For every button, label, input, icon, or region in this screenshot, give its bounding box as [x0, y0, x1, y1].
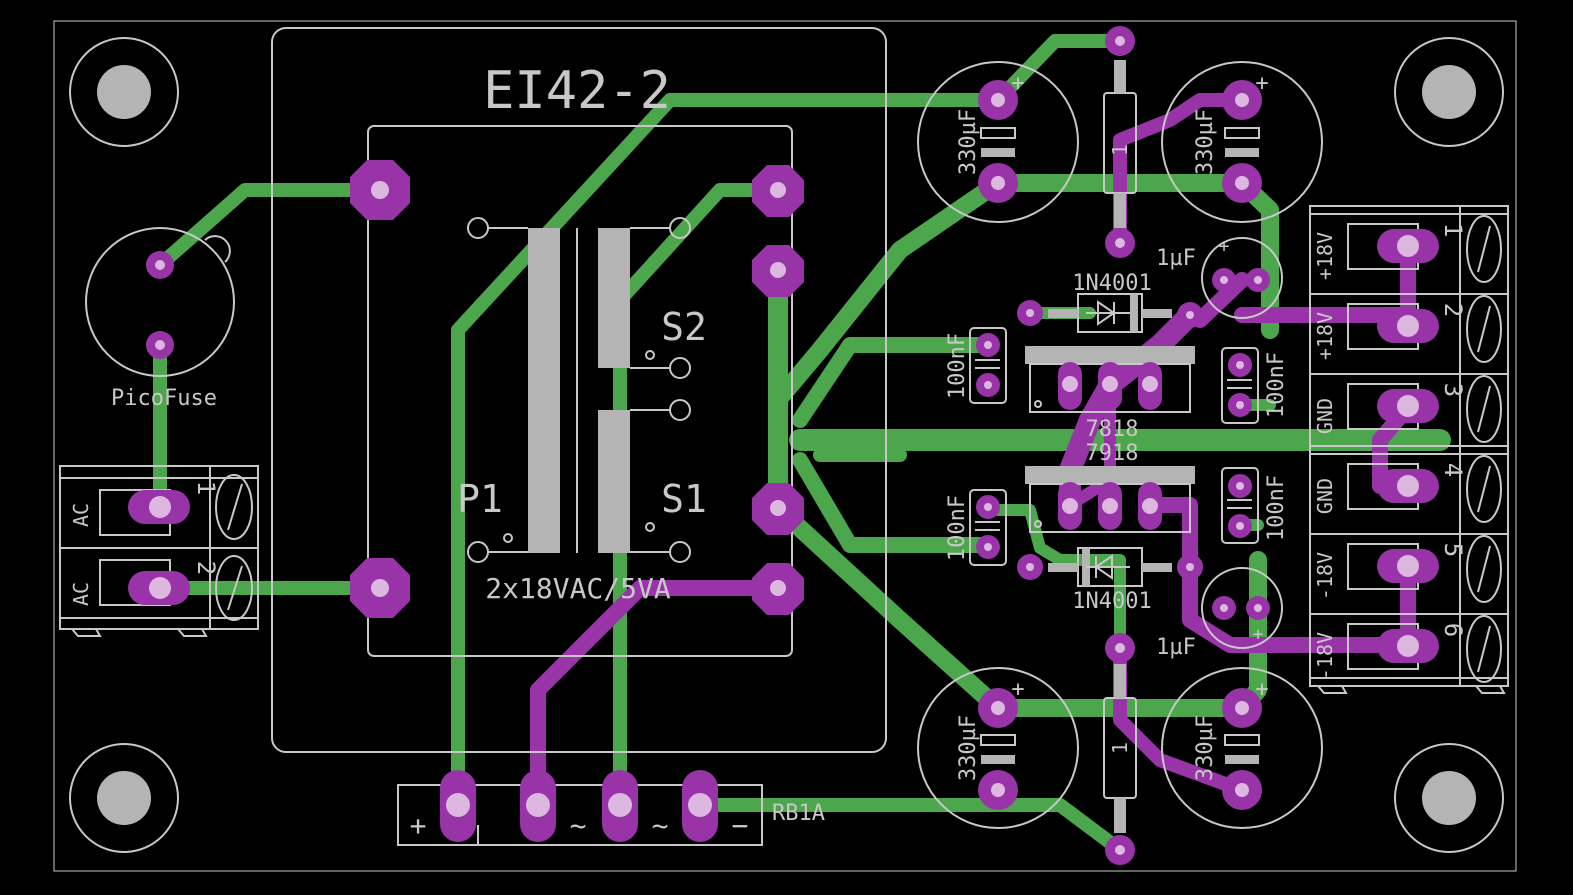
terminal-screw-icon — [1466, 375, 1502, 443]
terminal-pad-drill — [1397, 315, 1419, 337]
terminal-pin-number: 3 — [1439, 383, 1467, 397]
diode-top: 1N4001 — [1048, 271, 1172, 333]
cap-cer-top-right-value: 100nF — [1264, 352, 1289, 418]
svg-text:+: + — [1011, 677, 1024, 702]
terminal-pad-drill — [1397, 395, 1419, 417]
transformer-outline — [271, 27, 887, 753]
svg-text:+: + — [1253, 624, 1264, 645]
cap-bulk-bl: + 330µF — [917, 667, 1079, 829]
terminal-screw-icon — [1466, 455, 1502, 523]
cap-tant-bot: + 1µF — [1156, 567, 1283, 660]
cap-bulk-br: + 330µF — [1161, 667, 1323, 829]
cap-bulk-br-value: 330µF — [1193, 715, 1218, 781]
cap-tant-top-value: 1µF — [1156, 246, 1196, 271]
svg-text:+: + — [1219, 236, 1230, 257]
terminal-screw-slot — [1477, 545, 1491, 593]
regulator-negative: 7918 — [1025, 441, 1195, 533]
terminal-label: -18V — [1313, 552, 1337, 600]
cap-cer-bot-left-value: 100nF — [945, 495, 970, 561]
silkscreen-layer: EI42-2 2x18VAC/5VA P1 S1 S2 — [59, 27, 1509, 853]
regulator-negative-label: 7918 — [1086, 441, 1139, 466]
terminal-pad-drill — [1397, 475, 1419, 497]
cap-bulk-tr-value: 330µF — [1193, 109, 1218, 175]
mounting-hole-br — [1394, 743, 1504, 853]
rectifier-name: RB1A — [772, 801, 825, 826]
rectifier-plus: + — [410, 809, 427, 842]
bridge-rectifier: + ~ ~ − RB1A — [397, 784, 825, 846]
transformer-name: EI42-2 — [483, 61, 671, 121]
mounting-hole-tl — [69, 37, 179, 147]
ac-terminal-block: AC AC 1 2 — [59, 465, 259, 637]
ac-pin-1: 1 — [192, 481, 220, 495]
fuse-label: PicoFuse — [111, 386, 217, 411]
output-terminal-block — [1309, 205, 1509, 694]
transformer-primary-label: P1 — [457, 477, 503, 521]
terminal-screw-slot — [1477, 385, 1491, 433]
resistor-bottom: 1 — [1103, 664, 1137, 833]
rectifier-ac2: ~ — [652, 809, 669, 842]
transformer-inner — [367, 125, 793, 657]
cap-cer-bot-right-value: 100nF — [1264, 475, 1289, 541]
terminal-screw-icon — [1466, 615, 1502, 683]
cap-cer-bot-right: 100nF — [1221, 467, 1289, 544]
svg-text:+: + — [1255, 677, 1268, 702]
resistor-top-value: 1 — [1108, 144, 1132, 156]
terminal-screw-icon — [1466, 215, 1502, 283]
terminal-pin-number: 6 — [1439, 623, 1467, 637]
fuse: PicoFuse — [85, 227, 235, 411]
terminal-screw-icon — [1466, 295, 1502, 363]
terminal-label: +18V — [1313, 312, 1337, 360]
transformer-value: 2x18VAC/5VA — [485, 572, 671, 605]
terminal-label: +18V — [1313, 232, 1337, 280]
terminal-screw-slot — [1477, 225, 1491, 273]
terminal-pad-drill — [1397, 555, 1419, 577]
regulator-positive-label: 7818 — [1086, 417, 1139, 442]
terminal-pad-drill — [1397, 635, 1419, 657]
regulator-positive: 7818 — [1025, 346, 1195, 442]
cap-tant-bot-value: 1µF — [1156, 635, 1196, 660]
pads-layer — [128, 26, 1270, 865]
terminal-screw-icon — [1466, 535, 1502, 603]
terminal-label: -18V — [1313, 632, 1337, 680]
mounting-hole-bl — [69, 743, 179, 853]
cap-cer-top-left-value: 100nF — [945, 333, 970, 399]
cap-cer-bot-left: 100nF — [945, 489, 1007, 566]
output-terminal-pads — [1377, 229, 1439, 663]
diode-top-label: 1N4001 — [1072, 271, 1151, 296]
terminal-label: GND — [1313, 478, 1337, 514]
transformer-s1-label: S1 — [661, 477, 707, 521]
rectifier-minus: − — [732, 809, 749, 842]
diode-bottom: 1N4001 — [1048, 547, 1172, 614]
resistor-bottom-value: 1 — [1108, 742, 1132, 754]
diode-bottom-label: 1N4001 — [1072, 589, 1151, 614]
resistor-top: 1 — [1103, 60, 1137, 228]
mounting-hole-tr — [1394, 37, 1504, 147]
cap-bulk-tl-value: 330µF — [956, 109, 981, 175]
ac-pin-2: 2 — [192, 561, 220, 575]
ac-label-1: AC — [69, 503, 93, 527]
terminal-screw-slot — [1477, 625, 1491, 673]
terminal-pin-number: 5 — [1439, 543, 1467, 557]
transformer-s2-label: S2 — [661, 305, 707, 349]
ac-label-2: AC — [69, 582, 93, 606]
cap-cer-top-right: 100nF — [1221, 347, 1289, 424]
board-outline — [53, 20, 1517, 872]
rectifier-ac1: ~ — [570, 809, 587, 842]
top-copper-layer — [153, 34, 1451, 857]
cap-tant-top: + 1µF — [1156, 236, 1283, 319]
terminal-pin-number: 2 — [1439, 303, 1467, 317]
terminal-label: GND — [1313, 398, 1337, 434]
terminal-pad-drill — [1397, 235, 1419, 257]
transformer-core-symbol — [467, 217, 691, 563]
terminal-screw-slot — [1477, 305, 1491, 353]
terminal-pin-number: 1 — [1439, 223, 1467, 237]
cap-bulk-bl-value: 330µF — [956, 715, 981, 781]
terminal-screw-slot — [1477, 465, 1491, 513]
cap-cer-top-left: 100nF — [945, 327, 1007, 404]
terminal-pin-number: 4 — [1439, 463, 1467, 477]
